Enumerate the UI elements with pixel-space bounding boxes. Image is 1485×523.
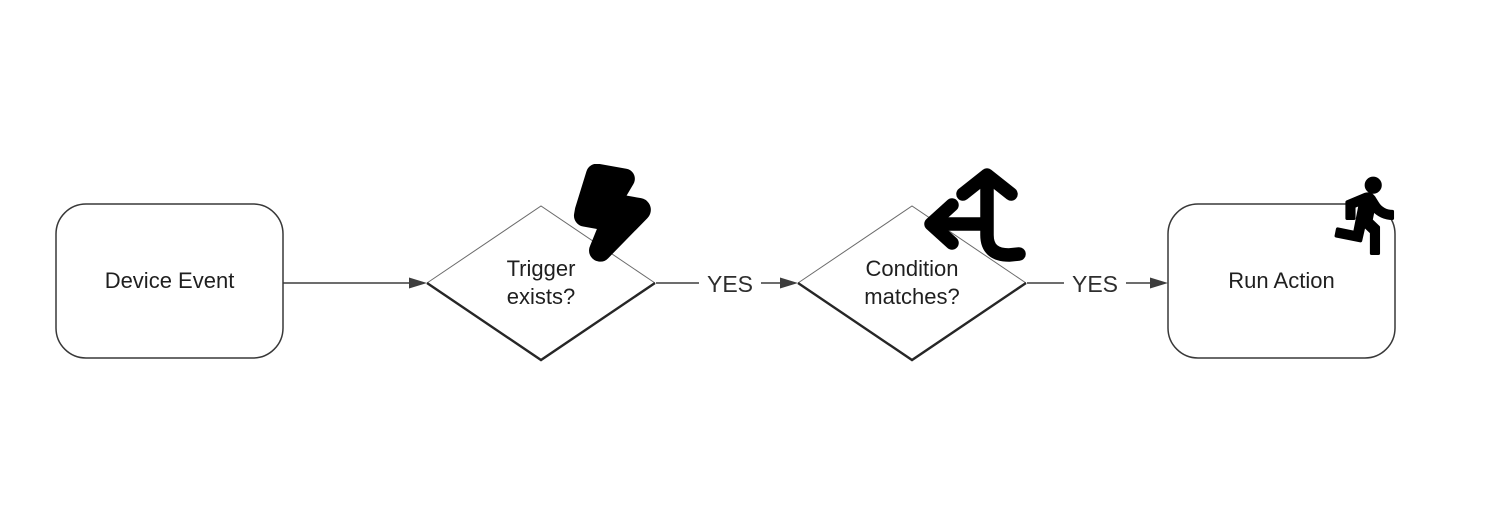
arrows-split-up-left-icon <box>924 168 1026 262</box>
edge-label-yes-2: YES <box>1063 271 1127 297</box>
node-label-run-action: Run Action <box>1228 268 1335 293</box>
node-condition-matches <box>797 205 1027 362</box>
node-label-device-event: Device Event <box>104 268 235 293</box>
node-label-condition-matches: Condition matches? <box>864 256 960 309</box>
arrowhead-icon <box>780 277 798 289</box>
arrowheads <box>409 277 1168 289</box>
node-device-event <box>55 203 284 359</box>
lightning-bolt-icon <box>573 164 651 262</box>
arrowhead-icon <box>1150 277 1168 289</box>
edge-label-yes-1: YES <box>698 271 762 297</box>
person-running-icon <box>1334 176 1395 256</box>
node-label-trigger-exists: Trigger exists? <box>506 256 576 309</box>
node-run-action <box>1167 203 1396 359</box>
arrowhead-icon <box>409 277 427 289</box>
